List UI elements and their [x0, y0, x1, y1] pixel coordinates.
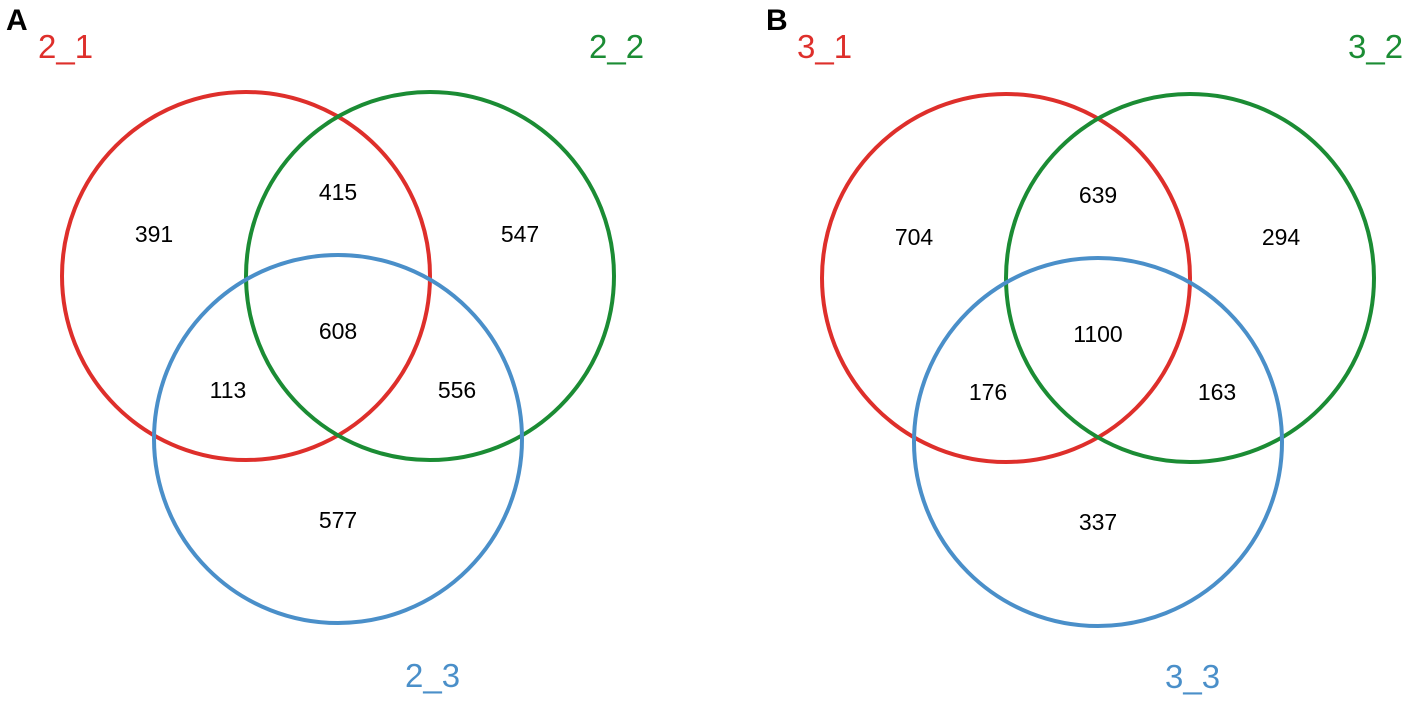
panel-a-set1-set3-count: 113 [210, 377, 247, 403]
panel-b-set2-set3-count: 163 [1198, 379, 1236, 405]
panel-a-only-set1-count: 391 [135, 221, 173, 247]
panel-a-only-set2-count: 547 [501, 221, 539, 247]
panel-b-set2-label: 3_2 [1348, 28, 1403, 65]
panel-a-set1-set2-count: 415 [319, 179, 357, 205]
panel-a-set1-circle [60, 90, 432, 462]
panel-b-set1-label: 3_1 [797, 28, 852, 65]
panel-b-only-set2-count: 294 [1262, 224, 1301, 250]
panel-a-set2-circle [244, 90, 616, 462]
panel-a-letter: A [6, 4, 28, 37]
panel-b-set2-circle [1004, 92, 1376, 464]
panel-b-all-sets-count: 1100 [1073, 321, 1122, 347]
panel-b-only-set3-count: 337 [1079, 509, 1117, 535]
panel-b-set1-set3-count: 176 [969, 379, 1007, 405]
panel-a-set2-set3-count: 556 [438, 377, 476, 403]
venn-panel-a: A 2_1 2_2 2_3 391 547 577 415 113 556 60… [6, 4, 644, 694]
panel-a-only-set3-count: 577 [319, 507, 357, 533]
panel-b-set3-label: 3_3 [1165, 658, 1220, 695]
panel-b-only-set1-count: 704 [895, 224, 934, 250]
panel-a-set3-circle [152, 253, 524, 625]
panel-b-set3-circle [912, 256, 1284, 628]
panel-a-set1-label: 2_1 [38, 28, 93, 65]
panel-b-set1-circle [820, 92, 1192, 464]
panel-a-set3-label: 2_3 [405, 657, 460, 694]
panel-a-set2-label: 2_2 [589, 28, 644, 65]
panel-a-all-sets-count: 608 [319, 318, 357, 344]
venn-panel-b: B 3_1 3_2 3_3 704 294 337 639 176 163 11… [766, 4, 1403, 695]
panel-b-set1-set2-count: 639 [1079, 182, 1117, 208]
panel-b-letter: B [766, 4, 788, 37]
